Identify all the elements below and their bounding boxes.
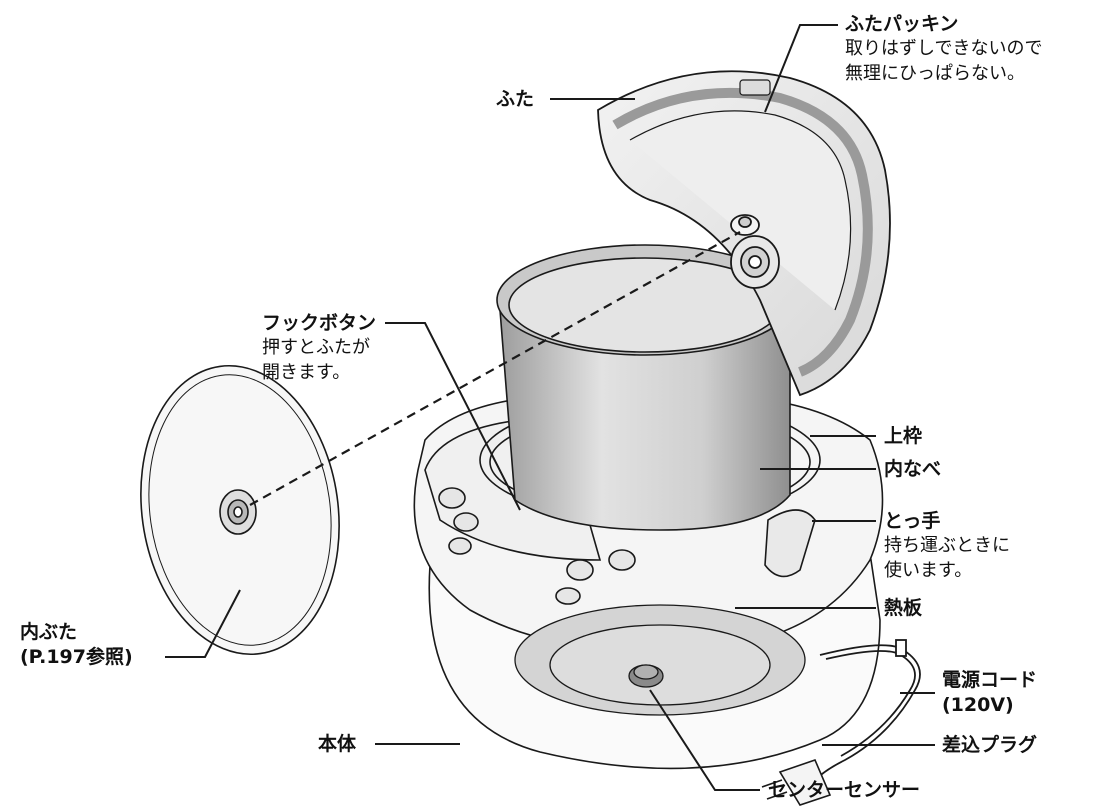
lid [597, 70, 891, 397]
note-lid-packing-1: 取りはずしできないので [845, 38, 1043, 59]
label-hook-button: フックボタン [262, 312, 377, 334]
heating-plate [514, 604, 806, 716]
note-hook-button-1: 押すとふたが [262, 337, 370, 358]
label-inner-pot: 内なべ [884, 458, 942, 480]
label-plug: 差込プラグ [942, 734, 1038, 756]
leader-inner-lid [165, 589, 241, 658]
power-cord [807, 639, 921, 791]
note-inner-lid: (P.197参照) [20, 646, 133, 668]
label-heating-plate: 熱板 [884, 597, 923, 619]
note-lid-packing-2: 無理にひっぱらない。 [845, 63, 1025, 84]
leader-hook-button [385, 322, 521, 511]
label-handle: とっ手 [884, 510, 941, 532]
inner-lid [140, 364, 340, 656]
note-power-cord: (120V) [942, 694, 1014, 716]
label-lid-packing: ふたパッキン [845, 13, 959, 35]
note-hook-button-2: 開きます。 [262, 362, 351, 383]
label-center-sensor: センターセンサー [768, 779, 921, 801]
leader-center-sensor [649, 689, 760, 791]
leader-lid-packing [764, 24, 838, 113]
plug [761, 759, 832, 806]
note-handle-2: 使います。 [884, 560, 973, 581]
label-upper-frame: 上枠 [884, 425, 923, 447]
note-handle-1: 持ち運ぶときに [884, 535, 1010, 556]
label-power-cord: 電源コード [942, 669, 1038, 691]
leader-lines [165, 24, 935, 791]
label-lid: ふた [496, 88, 535, 110]
label-inner-lid: 内ぶた [20, 621, 78, 643]
label-body: 本体 [318, 733, 357, 755]
alignment-dashed-line [249, 231, 741, 506]
inner-pot [496, 244, 794, 531]
